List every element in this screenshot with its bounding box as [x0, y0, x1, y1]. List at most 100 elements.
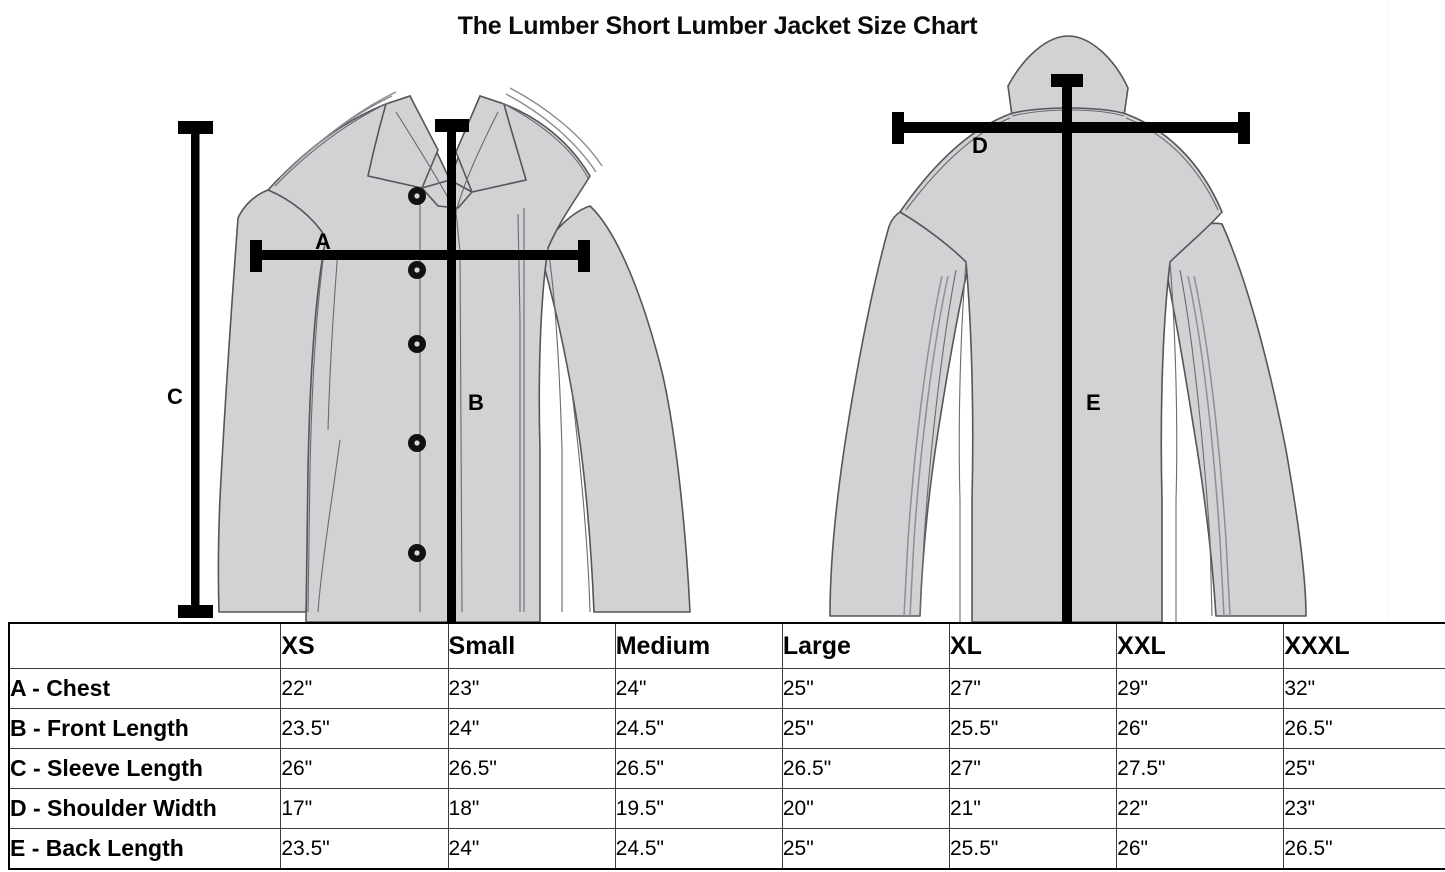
front-yoke-line-4 [509, 87, 603, 167]
back-left-armhole [919, 269, 957, 617]
measurement-cell: 17" [280, 788, 449, 829]
measurement-cell: 26" [280, 748, 449, 789]
measure-label-d: D [972, 133, 988, 158]
back-right-sleeve-seam-1 [1187, 275, 1225, 617]
measurement-cell: 26" [1116, 828, 1285, 870]
front-left-body-seam [307, 237, 327, 613]
measurement-cell: 26.5" [1283, 828, 1445, 870]
back-right-armhole [1179, 269, 1213, 617]
measure-label-a: A [315, 229, 331, 254]
front-body [267, 95, 591, 622]
measurement-cell: 24.5" [614, 708, 783, 749]
measure-bar-E [1051, 74, 1083, 622]
back-right-sleeve [1161, 222, 1307, 617]
measurement-cell: 22" [1116, 788, 1285, 829]
measurement-cell: 19.5" [614, 788, 783, 829]
measure-bar-B [435, 119, 469, 622]
measurement-cell: 29" [1116, 668, 1285, 709]
measurement-cell: 26" [1116, 708, 1285, 749]
column-header-xl: XL [948, 622, 1118, 669]
measurement-cell: 25" [781, 668, 951, 709]
row-label-e: E - Back Length [8, 828, 282, 870]
measurement-cell: 23.5" [280, 708, 449, 749]
row-label-a: A - Chest [8, 668, 282, 709]
measurement-cell: 21" [948, 788, 1118, 829]
row-label-c: C - Sleeve Length [8, 748, 282, 789]
button-4 [408, 434, 426, 452]
front-right-shoulder-seam [499, 101, 589, 179]
front-collar-crease-right [455, 111, 499, 213]
front-right-body-seam [547, 247, 563, 612]
measure-bar-C [178, 121, 213, 618]
front-right-sleeve-fold [571, 391, 591, 613]
column-header-small: Small [447, 622, 616, 669]
front-collar-left [367, 95, 439, 189]
front-collar-right [455, 95, 527, 193]
column-header-medium: Medium [614, 622, 783, 669]
column-header-xs: XS [280, 622, 449, 669]
row-label-b: B - Front Length [8, 708, 282, 749]
measurement-cell: 26.5" [447, 748, 616, 789]
measurement-cell: 18" [447, 788, 616, 829]
measure-bar-A [250, 240, 590, 272]
header-corner-cell [8, 622, 282, 669]
front-yoke-line-3 [505, 93, 597, 173]
front-left-armhole-line [327, 249, 339, 431]
jacket-front-illustration [178, 87, 691, 622]
column-header-xxl: XXL [1116, 622, 1285, 669]
measurement-cell: 24" [447, 708, 616, 749]
canvas-edge-line [1388, 0, 1389, 622]
column-header-xxxl: XXXL [1283, 622, 1445, 669]
back-left-sleeve-seam-1 [909, 275, 949, 617]
measurement-cell: 26.5" [781, 748, 951, 789]
back-body [899, 107, 1223, 622]
button-1 [408, 187, 426, 205]
measurement-cell: 20" [781, 788, 951, 829]
measurement-cell: 27.5" [1116, 748, 1285, 789]
measurement-cell: 25" [781, 828, 951, 870]
button-3 [408, 335, 426, 353]
back-right-body-seam [1169, 261, 1178, 622]
column-header-large: Large [781, 622, 951, 669]
measure-label-e: E [1086, 390, 1101, 415]
back-right-sleeve-seam-2 [1193, 275, 1231, 617]
jacket-back-illustration [829, 35, 1307, 622]
measurement-cell: 27" [948, 668, 1118, 709]
front-left-shoulder-seam [274, 101, 391, 187]
measure-label-c: C [167, 384, 183, 409]
front-placket-outer-edge [517, 213, 521, 612]
measurement-cell: 32" [1283, 668, 1445, 709]
measurement-cell: 26.5" [614, 748, 783, 789]
front-yoke-line-2 [285, 91, 397, 173]
front-left-sleeve-fold [317, 439, 341, 613]
measurement-cell: 23" [1283, 788, 1445, 829]
measurement-cell: 25" [1283, 748, 1445, 789]
measurement-cell: 23" [447, 668, 616, 709]
measurement-cell: 24" [447, 828, 616, 870]
row-label-d: D - Shoulder Width [8, 788, 282, 829]
measurement-cell: 25.5" [948, 708, 1118, 749]
measurement-cell: 22" [280, 668, 449, 709]
button-5 [408, 544, 426, 562]
measurement-cell: 24" [614, 668, 783, 709]
front-button-group [408, 187, 426, 562]
measurement-cell: 23.5" [280, 828, 449, 870]
back-left-body-seam [958, 261, 967, 622]
measurement-cell: 25.5" [948, 828, 1118, 870]
measure-label-b: B [468, 390, 484, 415]
back-left-sleeve [829, 211, 973, 617]
jacket-illustration-area: A B C D E The Lumber Short Lumber Jacket… [167, 0, 1389, 622]
measurement-cell: 25" [781, 708, 951, 749]
measurement-cell: 26.5" [1283, 708, 1445, 749]
button-2 [408, 261, 426, 279]
